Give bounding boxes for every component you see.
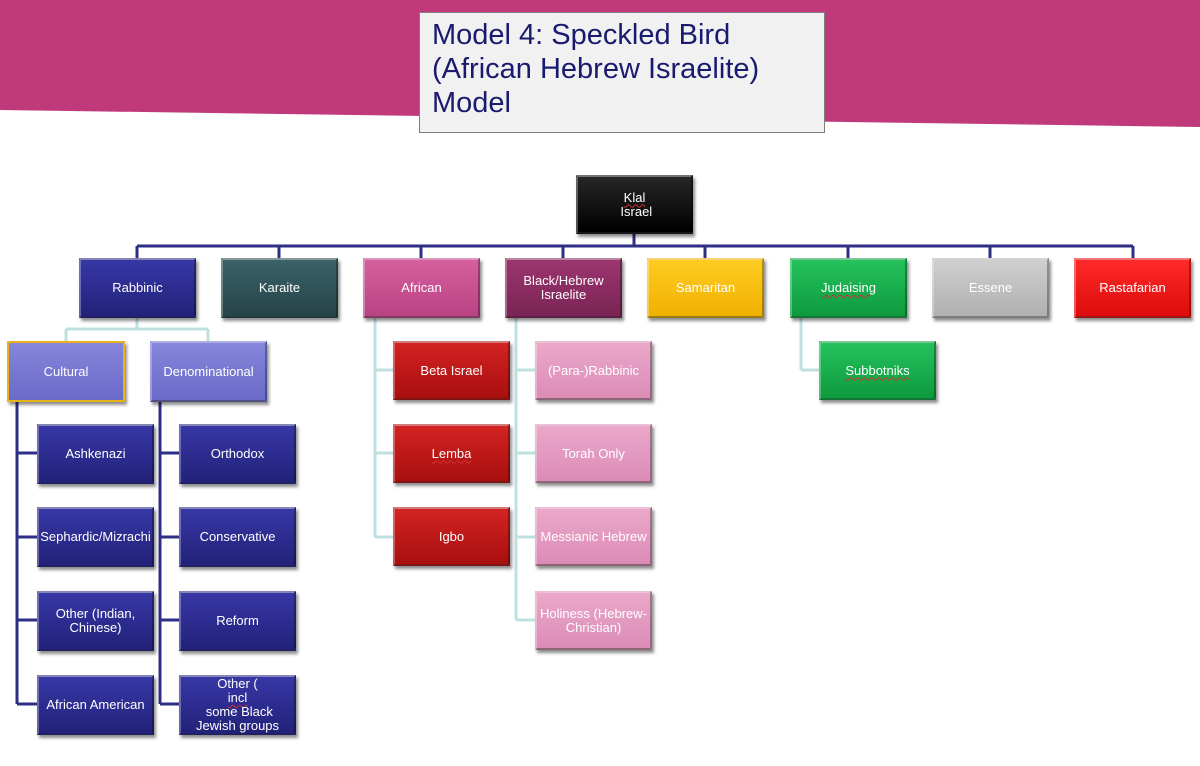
- node-ashkenazi-label: Ashkenazi: [65, 446, 126, 461]
- node-reform-label: Reform: [216, 613, 259, 628]
- node-subbotniks[interactable]: Subbotniks: [819, 341, 936, 400]
- node-african-american-label: African American: [46, 697, 145, 712]
- node-reform[interactable]: Reform: [179, 591, 296, 651]
- node-denominational-label: Denominational: [163, 363, 254, 379]
- node-igbo-label: Igbo: [438, 528, 465, 544]
- node-holiness-hebrew-christian[interactable]: Holiness (Hebrew-Christian): [535, 591, 652, 650]
- node-cultural[interactable]: Cultural: [7, 341, 125, 402]
- node-igbo[interactable]: Igbo: [393, 507, 510, 566]
- node-rastafarian[interactable]: Rastafarian: [1074, 258, 1191, 318]
- node-orthodox-label: Orthodox: [210, 446, 265, 461]
- node-samaritan[interactable]: Samaritan: [647, 258, 764, 318]
- node-sephardic-mizrachi-label: Sephardic/Mizrachi: [40, 529, 151, 544]
- node-other-incl-post: some Black Jewish groups: [195, 704, 280, 733]
- node-other-incl-black-jewish[interactable]: Other (incl some Black Jewish groups: [179, 675, 296, 735]
- node-judaising[interactable]: Judaising: [790, 258, 907, 318]
- node-messianic-hebrew[interactable]: Messianic Hebrew: [535, 507, 652, 566]
- node-sephardic-mizrachi[interactable]: Sephardic/Mizrachi: [37, 507, 154, 567]
- node-black-hebrew-israelite[interactable]: Black/Hebrew Israelite: [505, 258, 622, 318]
- node-klal-israel-rest: Israel: [616, 203, 653, 219]
- node-essene[interactable]: Essene: [932, 258, 1049, 318]
- node-ashkenazi[interactable]: Ashkenazi: [37, 424, 154, 484]
- node-rastafarian-label: Rastafarian: [1099, 280, 1166, 295]
- node-torah-only[interactable]: Torah Only: [535, 424, 652, 483]
- node-other-indian-chinese[interactable]: Other (Indian, Chinese): [37, 591, 154, 651]
- node-torah-only-label: Torah Only: [562, 445, 625, 461]
- node-lemba-label: Lemba: [431, 445, 472, 461]
- node-holiness-label: Holiness (Hebrew-Christian): [540, 605, 647, 635]
- node-messianic-hebrew-label: Messianic Hebrew: [540, 528, 647, 544]
- node-beta-israel[interactable]: Beta Israel: [393, 341, 510, 400]
- node-karaite[interactable]: Karaite: [221, 258, 338, 318]
- node-karaite-label: Karaite: [258, 280, 301, 295]
- node-cultural-label: Cultural: [43, 363, 89, 379]
- node-samaritan-label: Samaritan: [675, 280, 736, 295]
- node-black-hebrew-israelite-label: Black/Hebrew Israelite: [523, 273, 604, 302]
- sub-connectors: [64, 318, 819, 622]
- node-rabbinic-label: Rabbinic: [112, 280, 163, 295]
- node-beta-israel-label: Beta Israel: [420, 362, 483, 378]
- node-african-label: African: [401, 280, 442, 295]
- node-other-incl-pre: Other (: [217, 676, 258, 691]
- node-african-american[interactable]: African American: [37, 675, 154, 735]
- node-rabbinic[interactable]: Rabbinic: [79, 258, 196, 318]
- slide-title[interactable]: Model 4: Speckled Bird (African Hebrew I…: [419, 12, 825, 133]
- node-klal-israel[interactable]: Klal Israel: [576, 175, 693, 234]
- title-line-1: Model 4: Speckled Bird: [432, 19, 731, 51]
- title-line-3: Model: [432, 87, 511, 119]
- node-judaising-label: Judaising: [821, 280, 876, 295]
- node-para-rabbinic[interactable]: (Para-)Rabbinic: [535, 341, 652, 400]
- title-line-2: (African Hebrew Israelite): [432, 53, 760, 85]
- node-orthodox[interactable]: Orthodox: [179, 424, 296, 484]
- node-para-rabbinic-label: (Para-)Rabbinic: [547, 362, 640, 378]
- node-denominational[interactable]: Denominational: [150, 341, 267, 402]
- node-klal-israel-flagged-word: Klal: [623, 189, 646, 205]
- node-lemba[interactable]: Lemba: [393, 424, 510, 483]
- node-conservative[interactable]: Conservative: [179, 507, 296, 567]
- node-other-indian-chinese-label: Other (Indian, Chinese): [55, 606, 136, 635]
- main-connectors: [15, 234, 1135, 706]
- node-african[interactable]: African: [363, 258, 480, 318]
- node-essene-label: Essene: [968, 280, 1013, 295]
- node-conservative-label: Conservative: [199, 529, 276, 544]
- node-subbotniks-label: Subbotniks: [845, 362, 910, 378]
- node-other-incl-flagged-word: incl: [227, 690, 248, 705]
